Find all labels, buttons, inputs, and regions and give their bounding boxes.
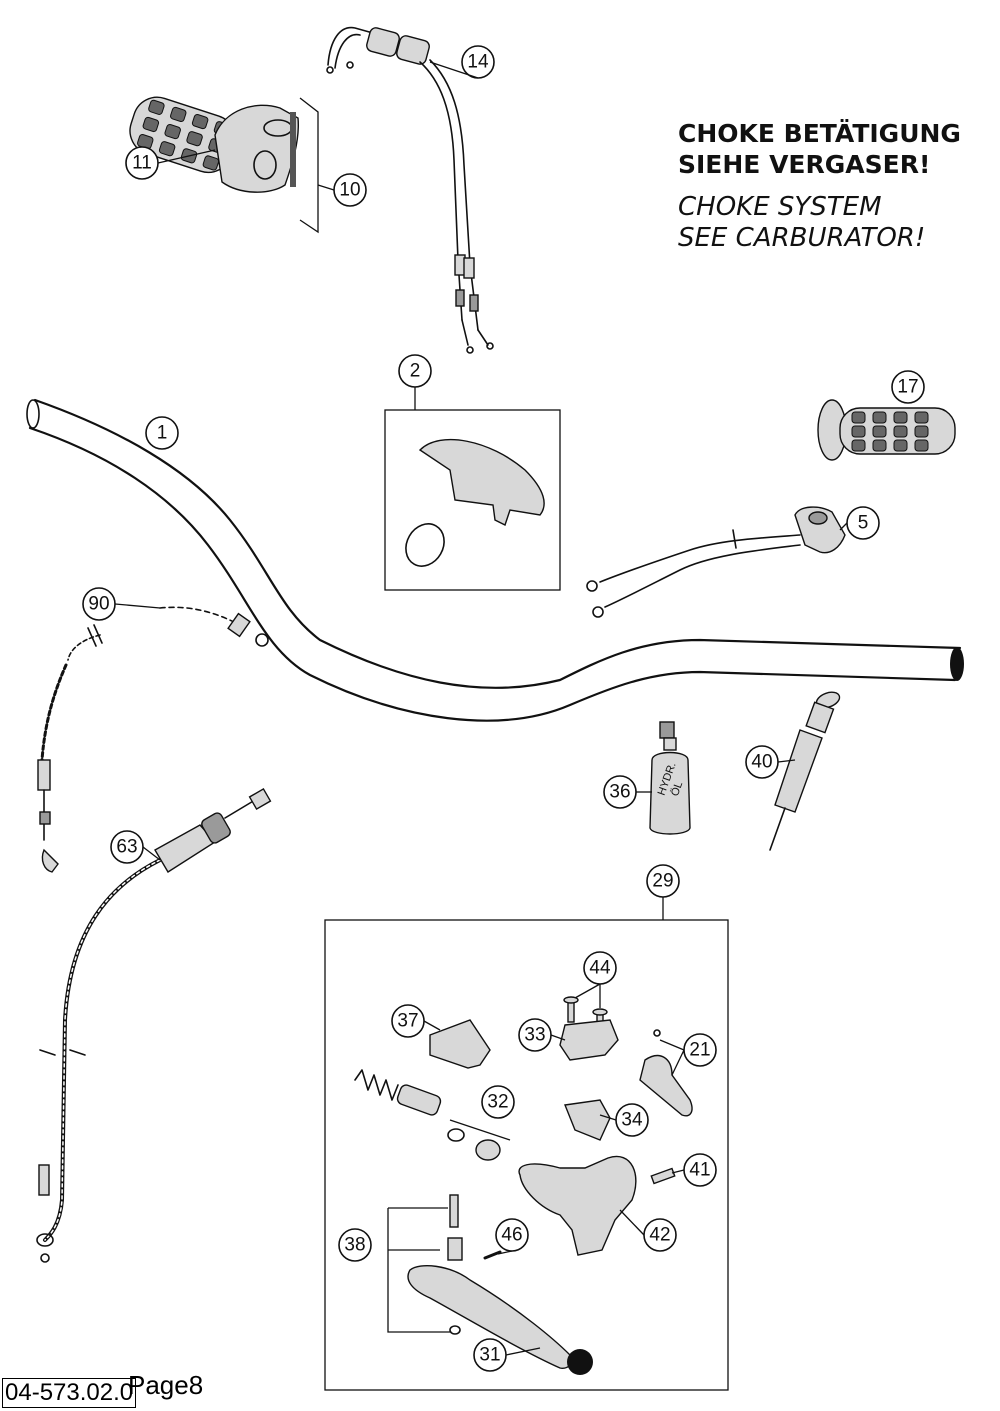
callout-29: 29 [646,864,680,898]
callout-11: 11 [125,146,159,180]
hydraulic-clutch-line [36,787,272,1263]
master-cylinder-box [324,897,729,1391]
callout-31: 31 [473,1338,507,1372]
svg-text:11: 11 [132,153,152,174]
svg-text:17: 17 [897,377,918,398]
callout-33: 33 [518,1018,552,1052]
svg-text:90: 90 [88,594,109,615]
svg-text:29: 29 [652,871,673,892]
handlebar-left-end [26,399,40,429]
callout-21: 21 [683,1033,717,1067]
callout-2: 2 [398,354,432,388]
callout-40: 40 [745,745,779,779]
svg-text:44: 44 [589,958,611,979]
callout-63: 63 [110,830,144,864]
handlebar-right-end [950,647,964,681]
syringe [769,691,841,851]
svg-text:5: 5 [858,513,869,534]
callout-36: 36 [603,775,637,809]
callout-90: 90 [82,587,116,621]
choke-note-de-line2: SIEHE VERGASER! [678,150,931,179]
page-label: Page8 [128,1370,204,1400]
svg-text:10: 10 [339,180,360,201]
svg-text:31: 31 [479,1345,500,1366]
callout-46: 46 [495,1218,529,1252]
diagram-code: 04-573.02.0 [2,1378,137,1408]
cover-33 [559,1019,619,1061]
callout-1: 1 [145,416,179,450]
svg-text:41: 41 [689,1160,710,1181]
callout-17: 17 [891,370,925,404]
svg-text:32: 32 [487,1092,508,1113]
callout-5: 5 [846,506,880,540]
throttle-housing [214,97,319,234]
boot-37 [429,1019,491,1069]
part-34 [564,1099,611,1141]
callout-leaders [114,61,848,1356]
callout-10: 10 [333,173,367,207]
callout-14: 14 [461,45,495,79]
svg-text:1: 1 [157,423,168,444]
callout-41: 41 [683,1153,717,1187]
svg-text:42: 42 [649,1225,670,1246]
svg-text:63: 63 [116,837,137,858]
choke-note-en-line2: SEE CARBURATOR! [678,223,926,253]
cylinder-body-42 [518,1155,637,1256]
svg-text:2: 2 [410,361,421,382]
kill-switch [586,506,846,618]
clutch-cable [37,606,269,873]
svg-text:21: 21 [689,1040,710,1061]
callout-37: 37 [391,1004,425,1038]
svg-text:38: 38 [344,1235,365,1256]
callout-34: 34 [615,1103,649,1137]
callout-38: 38 [338,1228,372,1262]
handlebar [26,398,964,722]
svg-text:33: 33 [524,1025,545,1046]
callout-32: 32 [481,1085,515,1119]
svg-text:46: 46 [501,1225,522,1246]
handlebar-pad-box [384,387,561,591]
svg-text:14: 14 [467,52,489,73]
svg-text:34: 34 [621,1110,643,1131]
left-grip [817,399,956,461]
hydraulic-oil-bottle: HYDR. ÖL [649,721,691,835]
bottle-label-2: ÖL [669,780,685,798]
callout-42: 42 [643,1218,677,1252]
svg-text:36: 36 [609,782,630,803]
callout-44: 44 [583,951,617,985]
throttle-cables [326,26,494,354]
choke-note-de-line1: CHOKE BETÄTIGUNG [678,119,961,148]
throttle-grip [129,96,237,174]
svg-text:40: 40 [751,752,772,773]
choke-note-en-line1: CHOKE SYSTEM [678,192,882,222]
svg-text:37: 37 [397,1011,418,1032]
lever-21 [639,1055,693,1117]
